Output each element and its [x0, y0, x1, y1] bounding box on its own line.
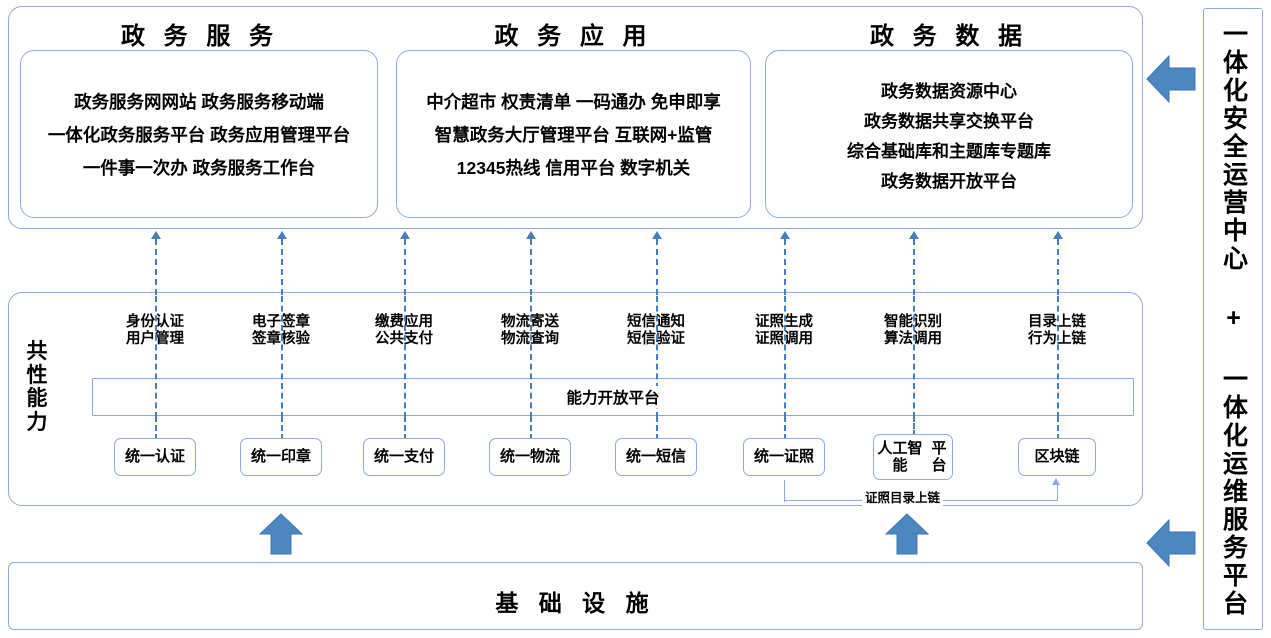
dashed-connector-head-to-platform-7: [913, 296, 915, 418]
dashed-connector-head-to-platform-3: [404, 296, 406, 418]
dashed-connector-upper-4: [530, 239, 532, 295]
capability-side-label-char-1: 性: [26, 363, 48, 387]
up-arrow-capability-to-infra-right: [884, 513, 930, 555]
dashed-up-arrow-icon-5: [652, 231, 662, 239]
dashed-connector-head-to-platform-8: [1057, 296, 1059, 418]
capability-side-label: 共 性 能 力: [14, 340, 60, 434]
pillar-2-line-3: 12345热线 信用平台 数字机关: [456, 157, 691, 178]
dashed-up-arrow-icon-6: [780, 231, 790, 239]
dashed-up-arrow-icon-1: [151, 231, 161, 239]
sidebar-label-wrap: 一体化安全运营中心 + 一体化运维服务平台: [1203, 8, 1263, 630]
left-arrow-to-sidebar-top: [1146, 54, 1196, 104]
capability-box-label-line1: 统一支付: [373, 448, 434, 466]
dashed-connector-head-to-platform-6: [784, 296, 786, 418]
dashed-connector-upper-3: [404, 239, 406, 295]
dashed-connector-head-to-platform-4: [530, 296, 532, 418]
pillar-2-line-1: 中介超市 权责清单 一码通办 免申即享: [426, 91, 721, 112]
capability-box-5[interactable]: 统一短信: [615, 438, 697, 476]
pillar-3-line-3: 综合基础库和主题库专题库: [847, 141, 1051, 161]
capability-side-label-char-2: 能: [26, 387, 48, 411]
dashed-connector-upper-7: [913, 239, 915, 295]
pillar-1-line-1: 政务服务网网站 政务服务移动端: [74, 91, 324, 112]
infrastructure-label: 基 础 设 施: [495, 590, 656, 616]
pillar-title-3: 政 务 数 据: [869, 23, 1028, 50]
infrastructure-frame: [8, 562, 1143, 630]
dashed-connector-upper-5: [656, 239, 658, 295]
sidebar-label: 一体化安全运营中心 + 一体化运维服务平台: [1219, 20, 1248, 618]
dashed-connector-upper-6: [784, 239, 786, 295]
dashed-connector-platform-to-box-8: [1057, 416, 1059, 440]
capability-side-label-char-0: 共: [26, 340, 48, 363]
capability-box-label-line1: 人工智能: [877, 439, 923, 474]
sidebar-frame: [1203, 8, 1263, 630]
capability-box-label-line1: 统一物流: [499, 448, 560, 466]
pillar-1-line-3: 一件事一次办 政务服务工作台: [82, 157, 316, 178]
capability-box-2[interactable]: 统一印章: [240, 438, 322, 476]
capability-box-8[interactable]: 区块链: [1018, 438, 1096, 476]
dashed-up-arrow-icon-7: [909, 231, 919, 239]
pillar-1-line-2: 一体化政务服务平台 政务应用管理平台: [47, 124, 351, 145]
capability-side-label-char-3: 力: [26, 410, 48, 434]
capability-box-label-line1: 统一短信: [625, 448, 686, 466]
chain-connector-label: 证照目录上链: [862, 487, 944, 506]
dashed-connector-head-to-platform-2: [281, 296, 283, 418]
dashed-connector-head-to-platform-1: [155, 296, 157, 418]
chain-connector-vertical-right: [1057, 484, 1059, 501]
capability-box-7[interactable]: 人工智能平台: [873, 434, 953, 480]
capability-box-4[interactable]: 统一物流: [489, 438, 571, 476]
pillar-3-line-1: 政务数据资源中心: [881, 81, 1017, 101]
dashed-connector-platform-to-box-3: [404, 416, 406, 440]
capability-box-3[interactable]: 统一支付: [363, 438, 445, 476]
dashed-connector-platform-to-box-6: [784, 416, 786, 440]
ability-open-platform-label: 能力开放平台: [561, 386, 665, 408]
dashed-connector-platform-to-box-1: [155, 416, 157, 440]
pillar-3-line-4: 政务数据开放平台: [881, 171, 1017, 191]
chain-connector-vertical-left: [784, 480, 786, 502]
dashed-connector-upper-8: [1057, 239, 1059, 295]
dashed-up-arrow-icon-4: [526, 231, 536, 239]
pillar-body-2: 中介超市 权责清单 一码通办 免申即享 智慧政务大厅管理平台 互联网+监管 12…: [396, 50, 751, 218]
dashed-connector-head-to-platform-5: [656, 296, 658, 418]
dashed-up-arrow-icon-3: [400, 231, 410, 239]
dashed-connector-platform-to-box-2: [281, 416, 283, 440]
dashed-up-arrow-icon-2: [277, 231, 287, 239]
ability-open-platform-bar[interactable]: 能力开放平台: [92, 378, 1134, 416]
capability-box-label-line1: 统一印章: [250, 448, 311, 466]
dashed-connector-platform-to-box-4: [530, 416, 532, 440]
pillar-body-3: 政务数据资源中心 政务数据共享交换平台 综合基础库和主题库专题库 政务数据开放平…: [765, 50, 1133, 218]
pillar-3-line-2: 政务数据共享交换平台: [864, 111, 1034, 131]
dashed-connector-upper-1: [155, 239, 157, 295]
dashed-connector-platform-to-box-7: [913, 416, 915, 436]
left-arrow-to-sidebar-bottom: [1146, 518, 1196, 568]
dashed-connector-platform-to-box-5: [656, 416, 658, 440]
capability-box-label-line2: 平台: [931, 439, 947, 474]
pillar-2-line-2: 智慧政务大厅管理平台 互联网+监管: [434, 124, 713, 145]
capability-box-label-line1: 区块链: [1034, 448, 1080, 466]
dashed-up-arrow-icon-8: [1053, 231, 1063, 239]
up-arrow-capability-to-infra-left: [258, 513, 304, 555]
capability-box-label-line1: 统一证照: [753, 448, 814, 466]
capability-box-6[interactable]: 统一证照: [743, 438, 825, 476]
capability-box-1[interactable]: 统一认证: [114, 438, 196, 476]
pillar-title-1: 政 务 服 务: [120, 23, 279, 50]
chain-connector-arrow-icon: [1052, 478, 1060, 485]
pillar-body-1: 政务服务网网站 政务服务移动端 一体化政务服务平台 政务应用管理平台 一件事一次…: [20, 50, 378, 218]
pillar-title-2: 政 务 应 用: [494, 23, 653, 50]
capability-box-label-line1: 统一认证: [124, 448, 185, 466]
dashed-connector-upper-2: [281, 239, 283, 295]
